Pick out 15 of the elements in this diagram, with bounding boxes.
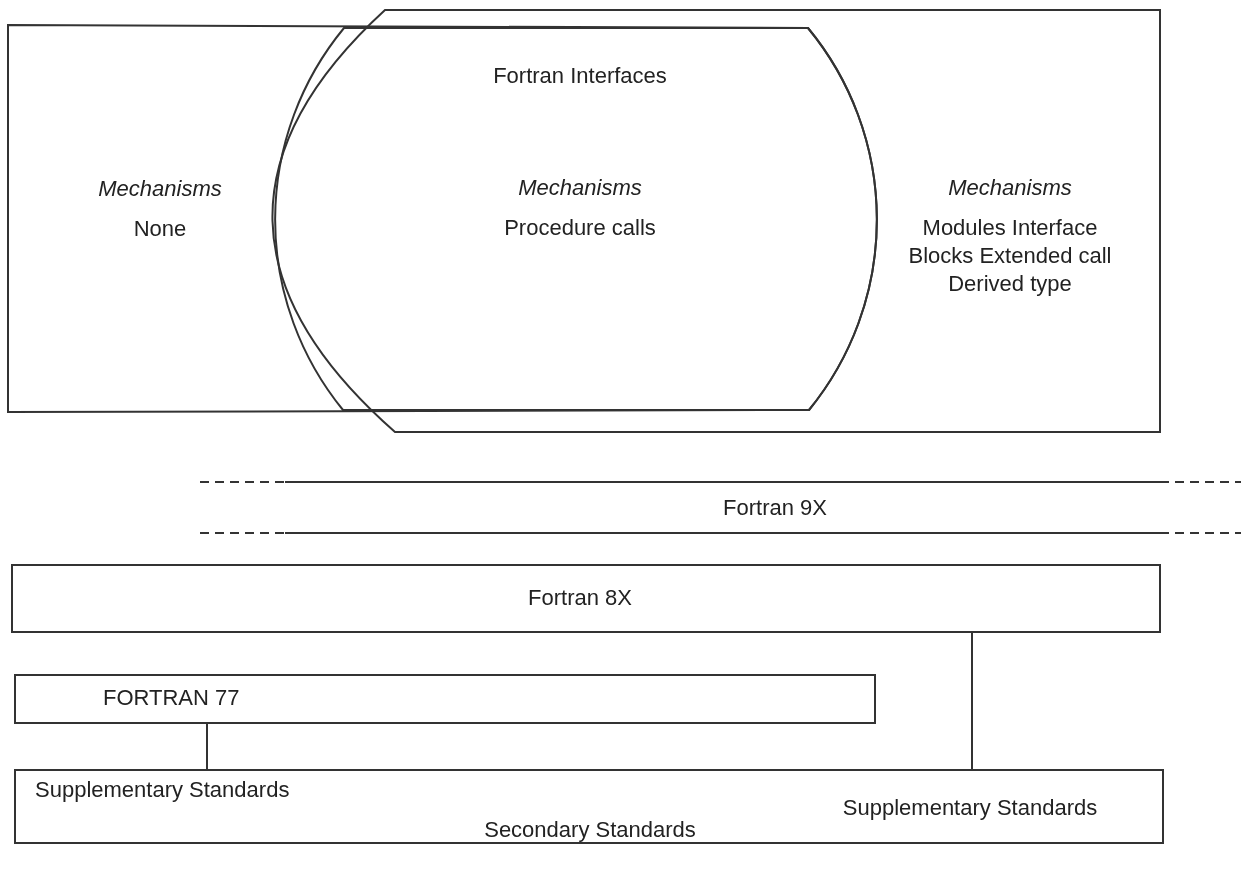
label-text: Fortran Interfaces	[492, 62, 668, 90]
label-text: Secondary Standards	[483, 816, 697, 844]
label-text: Fortran 9X	[722, 494, 828, 522]
label-text: Supplementary Standards	[35, 776, 291, 804]
label-text: None	[132, 215, 188, 243]
label-text: Supplementary Standards	[841, 794, 1099, 822]
label-text: Fortran 8X	[527, 584, 633, 612]
connector-line	[206, 722, 208, 771]
label-text: FORTRAN 77	[103, 684, 241, 712]
heading-text: Mechanisms	[97, 175, 223, 203]
label-text: Procedure calls	[503, 214, 657, 242]
heading-text: Mechanisms	[517, 174, 643, 202]
label-text: Modules Interface Blocks Extended call Derived type	[907, 214, 1113, 298]
connector-line	[971, 631, 973, 771]
heading-text: Mechanisms	[947, 174, 1073, 202]
